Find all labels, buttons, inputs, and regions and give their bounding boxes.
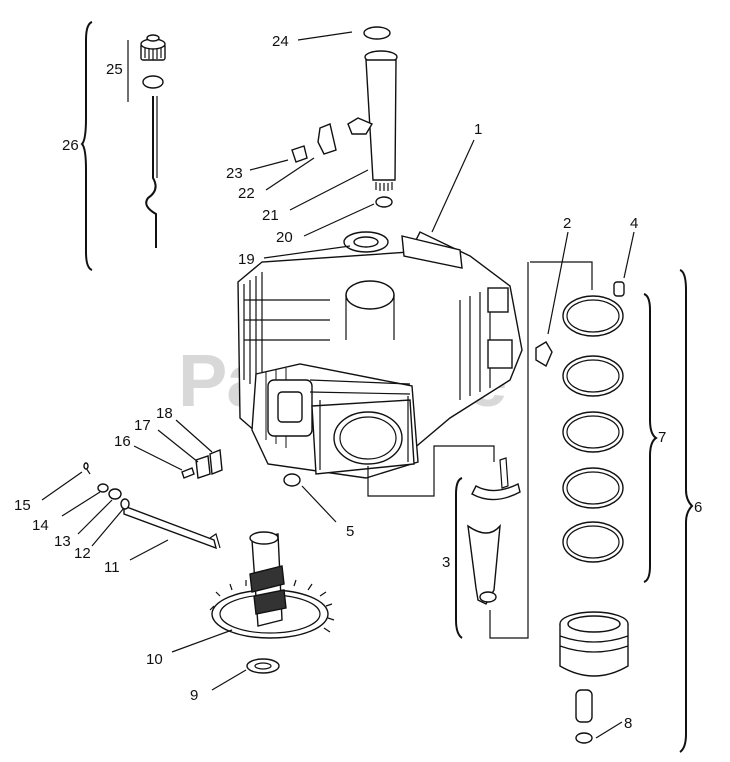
callout-10: 10 — [146, 651, 163, 668]
piston — [559, 611, 629, 744]
callout-1: 1 — [474, 121, 482, 138]
governor-parts — [83, 449, 223, 550]
callout-12: 12 — [74, 545, 91, 562]
piston-ring-set — [530, 261, 694, 753]
dipstick-cap — [140, 34, 166, 61]
retainer-clip — [613, 281, 625, 297]
callout-3: 3 — [442, 554, 450, 571]
callout-17: 17 — [134, 417, 151, 434]
callout-4: 4 — [630, 215, 638, 232]
dipstick-assembly — [80, 21, 166, 271]
callout-7: 7 — [658, 429, 666, 446]
callout-15: 15 — [14, 497, 31, 514]
cup-plug — [283, 473, 301, 487]
callout-6: 6 — [694, 499, 702, 516]
tube-o-ring-top — [363, 26, 391, 40]
callout-2: 2 — [563, 215, 571, 232]
connecting-rod-assembly — [455, 262, 529, 639]
callout-22: 22 — [238, 185, 255, 202]
callout-9: 9 — [190, 687, 198, 704]
callout-26: 26 — [62, 137, 79, 154]
leader-lines — [41, 31, 635, 739]
callout-23: 23 — [226, 165, 243, 182]
callout-24: 24 — [272, 33, 289, 50]
bracket-parts — [291, 117, 374, 163]
callout-13: 13 — [54, 533, 71, 550]
callout-20: 20 — [276, 229, 293, 246]
dipstick-rod — [145, 96, 157, 248]
callout-14: 14 — [32, 517, 49, 534]
callout-25: 25 — [106, 61, 123, 78]
callout-labels: 1 2 3 4 5 6 7 8 9 10 11 12 13 14 15 16 1… — [14, 33, 702, 732]
dipstick-tube — [365, 59, 397, 181]
callout-21: 21 — [262, 207, 279, 224]
callout-8: 8 — [624, 715, 632, 732]
callout-18: 18 — [156, 405, 173, 422]
dipstick-tube-assembly — [363, 26, 398, 208]
callout-5: 5 — [346, 523, 354, 540]
crankcase — [237, 231, 523, 479]
callout-11: 11 — [104, 559, 120, 576]
callout-19: 19 — [238, 251, 255, 268]
dipstick-o-ring — [142, 75, 164, 89]
callout-16: 16 — [114, 433, 131, 450]
tube-o-ring-bottom — [375, 196, 393, 208]
piston-pin-retainer — [535, 341, 553, 368]
camshaft-assembly — [209, 531, 335, 674]
